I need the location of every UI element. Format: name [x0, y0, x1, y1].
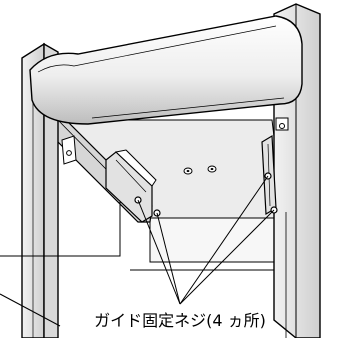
top-crossbar	[29, 15, 303, 125]
panel-screw-heads	[183, 165, 217, 175]
guide-screw-callout-label: ガイド固定ネジ(4 ヵ所)	[94, 311, 266, 330]
left-guide-block	[105, 149, 157, 223]
left-mount-bracket	[61, 135, 77, 165]
left-leader-lines	[0, 202, 121, 327]
callout-leaders	[137, 175, 275, 305]
